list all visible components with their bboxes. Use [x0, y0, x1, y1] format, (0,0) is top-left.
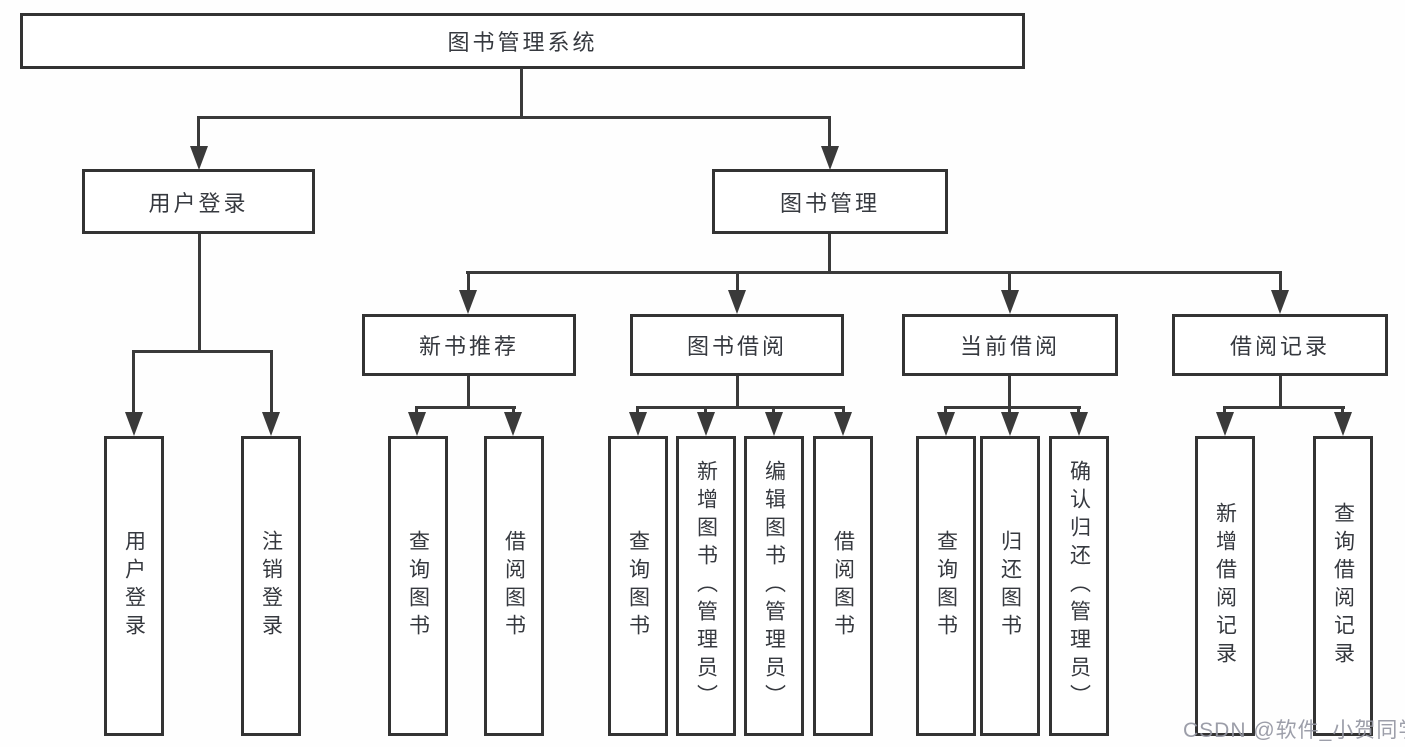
- leaf-logout-label: 注销登录: [259, 530, 283, 642]
- node-borrow-record: 借阅记录: [1172, 314, 1388, 376]
- arrow-to-query3-icon: [937, 412, 955, 436]
- node-current-borrow: 当前借阅: [902, 314, 1118, 376]
- connector-current-borrow-split: [944, 406, 1081, 409]
- leaf-confirm-return-admin-label: 确认归还（管理员）: [1067, 460, 1091, 712]
- leaf-query-book-3-label: 查询图书: [934, 530, 958, 642]
- connector-stub-new-book: [467, 271, 470, 292]
- leaf-query-book-1-label: 查询图书: [406, 530, 430, 642]
- leaf-query-borrow-record-label: 查询借阅记录: [1331, 502, 1355, 670]
- connector-user-login-trunk: [198, 234, 201, 353]
- node-root: 图书管理系统: [20, 13, 1025, 69]
- connector-stub-borrow2: [842, 406, 845, 415]
- leaf-add-book-admin-label: 新增图书（管理员）: [694, 460, 718, 712]
- node-root-label: 图书管理系统: [447, 30, 598, 55]
- connector-book-borrow-split: [636, 406, 845, 409]
- connector-stub-current-borrow: [1008, 271, 1011, 292]
- arrow-to-edit-book-icon: [765, 412, 783, 436]
- arrow-to-new-book-icon: [459, 290, 477, 314]
- arrow-to-query-record-icon: [1334, 412, 1352, 436]
- leaf-confirm-return-admin: 确认归还（管理员）: [1049, 436, 1109, 736]
- connector-book-borrow-trunk: [736, 376, 739, 409]
- connector-stub-add-book: [704, 406, 707, 415]
- connector-stub-edit-book: [772, 406, 775, 415]
- leaf-edit-book-admin-label: 编辑图书（管理员）: [762, 460, 786, 712]
- arrow-to-borrow1-icon: [504, 412, 522, 436]
- leaf-add-book-admin: 新增图书（管理员）: [676, 436, 736, 736]
- node-new-book-recommend: 新书推荐: [362, 314, 576, 376]
- leaf-query-borrow-record: 查询借阅记录: [1313, 436, 1373, 736]
- connector-stub-query1: [415, 406, 418, 415]
- leaf-logout: 注销登录: [241, 436, 301, 736]
- arrow-to-current-borrow-icon: [1001, 290, 1019, 314]
- node-borrow-record-label: 借阅记录: [1229, 334, 1330, 359]
- arrow-to-leaf-logout-icon: [262, 412, 280, 436]
- connector-stub-user-login: [197, 116, 200, 148]
- arrow-to-return-book-icon: [1001, 412, 1019, 436]
- arrow-to-borrow2-icon: [834, 412, 852, 436]
- connector-user-login-split: [132, 350, 273, 353]
- arrow-to-add-record-icon: [1216, 412, 1234, 436]
- connector-borrow-record-split: [1223, 406, 1345, 409]
- connector-stub-query2: [636, 406, 639, 415]
- node-book-management: 图书管理: [712, 169, 948, 234]
- connector-stub-book-mgmt: [828, 116, 831, 148]
- connector-root-trunk: [520, 68, 523, 118]
- arrow-to-query1-icon: [408, 412, 426, 436]
- leaf-return-book-label: 归还图书: [998, 530, 1022, 642]
- connector-current-borrow-trunk: [1008, 376, 1011, 409]
- connector-stub-book-borrow: [736, 271, 739, 292]
- connector-stub-borrow1: [512, 406, 515, 415]
- leaf-borrow-book-2: 借阅图书: [813, 436, 873, 736]
- leaf-query-book-1: 查询图书: [388, 436, 448, 736]
- arrow-to-add-book-icon: [697, 412, 715, 436]
- connector-new-book-trunk: [467, 376, 470, 409]
- connector-stub-borrow-record: [1279, 271, 1282, 292]
- arrow-to-confirm-return-icon: [1070, 412, 1088, 436]
- leaf-query-book-2: 查询图书: [608, 436, 668, 736]
- leaf-query-book-2-label: 查询图书: [626, 530, 650, 642]
- leaf-user-login-label: 用户登录: [122, 530, 146, 642]
- connector-stub-add-record: [1223, 406, 1226, 415]
- arrow-to-user-login-icon: [190, 146, 208, 170]
- arrow-to-borrow-record-icon: [1271, 290, 1289, 314]
- connector-borrow-record-trunk: [1279, 376, 1282, 409]
- connector-stub-return-book: [1008, 406, 1011, 415]
- arrow-to-query2-icon: [629, 412, 647, 436]
- node-user-login: 用户登录: [82, 169, 315, 234]
- connector-stub-query3: [944, 406, 947, 415]
- leaf-return-book: 归还图书: [980, 436, 1040, 736]
- node-book-management-label: 图书管理: [779, 190, 880, 216]
- leaf-add-borrow-record-label: 新增借阅记录: [1213, 502, 1237, 670]
- leaf-borrow-book-1-label: 借阅图书: [502, 530, 526, 642]
- leaf-borrow-book-1: 借阅图书: [484, 436, 544, 736]
- connector-stub-query-record: [1341, 406, 1344, 415]
- csdn-watermark: CSDN @软件_小贺同学: [1183, 719, 1405, 742]
- connector-book-mgmt-trunk: [828, 234, 831, 274]
- connector-stub-confirm-return: [1077, 406, 1080, 415]
- leaf-query-book-3: 查询图书: [916, 436, 976, 736]
- node-book-borrow: 图书借阅: [630, 314, 844, 376]
- leaf-edit-book-admin: 编辑图书（管理员）: [744, 436, 804, 736]
- arrow-to-book-mgmt-icon: [821, 146, 839, 170]
- node-user-login-label: 用户登录: [148, 190, 249, 216]
- leaf-add-borrow-record: 新增借阅记录: [1195, 436, 1255, 736]
- leaf-borrow-book-2-label: 借阅图书: [831, 530, 855, 642]
- connector-root-split: [197, 116, 831, 119]
- connector-stub-leaf-login: [132, 350, 135, 414]
- leaf-user-login: 用户登录: [104, 436, 164, 736]
- connector-stub-leaf-logout: [270, 350, 273, 414]
- node-new-book-recommend-label: 新书推荐: [418, 334, 519, 359]
- connector-new-book-split: [415, 406, 516, 409]
- arrow-to-book-borrow-icon: [728, 290, 746, 314]
- node-book-borrow-label: 图书借阅: [686, 334, 787, 359]
- connector-book-mgmt-split: [466, 271, 1282, 274]
- node-current-borrow-label: 当前借阅: [959, 334, 1060, 359]
- arrow-to-leaf-login-icon: [125, 412, 143, 436]
